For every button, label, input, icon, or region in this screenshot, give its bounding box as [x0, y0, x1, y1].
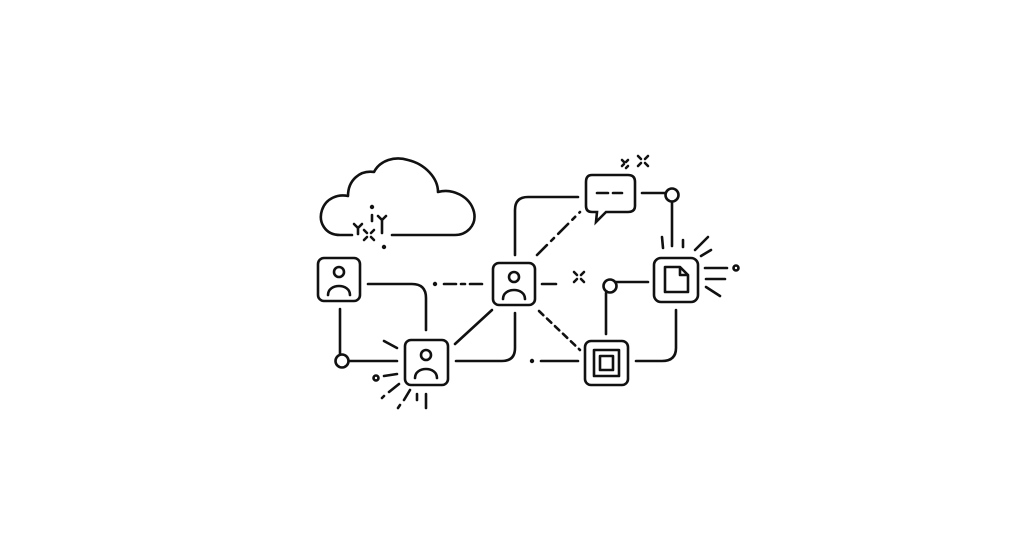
user-node-c[interactable] [491, 261, 537, 307]
connector-user-c-chat-dashed [535, 210, 582, 257]
connector-user-a-to-user-b [366, 282, 428, 332]
connector-user-b-to-user-c [453, 308, 494, 346]
junction-node [334, 353, 350, 369]
user-node-b[interactable] [372, 338, 450, 410]
junction-node [664, 187, 680, 203]
user-node-a[interactable] [316, 256, 362, 303]
cloud-icon [319, 157, 476, 250]
highlight-rays-icon [372, 339, 428, 410]
connector-user-c-chip-dashed [537, 309, 582, 352]
sparkle-icon [572, 154, 650, 284]
connectors [338, 191, 678, 364]
connector-user-b-to-user-c-elbow [454, 311, 517, 363]
chat-bubble-node[interactable] [584, 173, 637, 226]
cloud-sparkle-icon [352, 204, 388, 250]
connector-user-c-to-chat [513, 195, 580, 257]
document-node[interactable] [652, 235, 740, 304]
chip-node[interactable] [583, 339, 630, 387]
highlight-rays-icon [660, 235, 740, 298]
junction-node [602, 278, 618, 294]
connector-chip-to-document [634, 308, 678, 363]
